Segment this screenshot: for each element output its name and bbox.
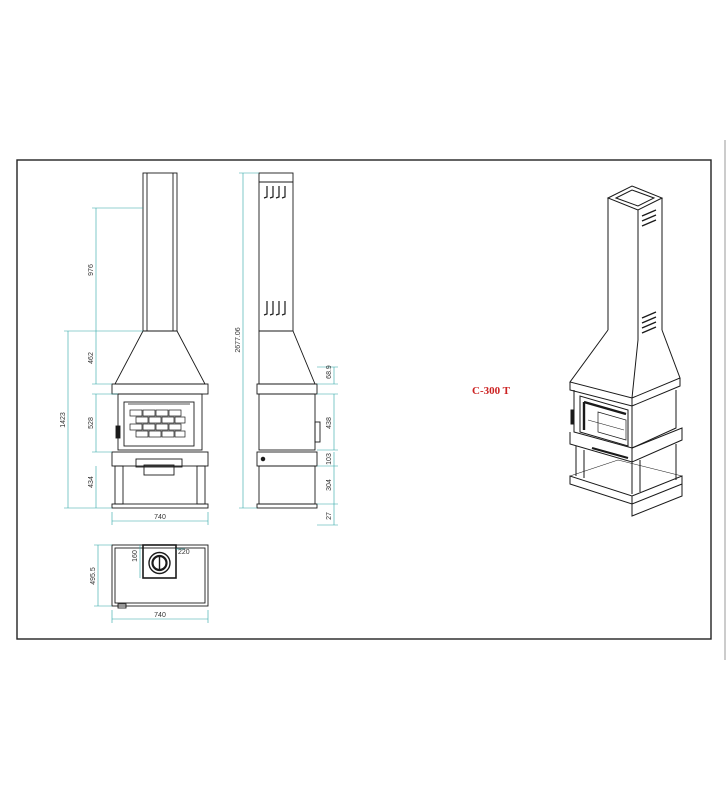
front-hood-rim	[111, 383, 209, 395]
iso-base	[575, 444, 677, 494]
dim-chimney-height: 976	[88, 264, 95, 276]
side-vent-slots-top	[263, 186, 286, 199]
drawing-frame	[16, 159, 712, 640]
iso-vent-slots-bottom	[641, 311, 657, 334]
iso-chimney	[607, 198, 663, 340]
front-brick-pattern	[128, 403, 190, 438]
iso-hood	[569, 329, 681, 399]
front-door-handle	[115, 425, 121, 439]
dim-depth: 495.5	[90, 567, 97, 585]
front-ashpan	[135, 458, 183, 468]
top-flue-circle	[148, 551, 171, 575]
side-view	[256, 172, 321, 509]
top-dimension-labels: 160 220 495.5 740	[90, 549, 190, 619]
front-view	[111, 172, 209, 509]
iso-ledge	[569, 427, 683, 463]
side-hood	[258, 330, 316, 385]
iso-plinth	[569, 475, 683, 505]
dim-total-height: 2677.06	[235, 327, 242, 352]
dim-firebox-height: 528	[88, 417, 95, 429]
front-glass	[123, 401, 195, 447]
top-view	[111, 544, 209, 609]
front-base-right-leg	[196, 465, 206, 505]
dim-overall-height: 1423	[60, 412, 67, 428]
dim-flue-offset: 160	[132, 550, 139, 562]
dim-front-width: 740	[154, 514, 166, 521]
dim-flue-width: 220	[178, 549, 190, 556]
side-dimension-labels: 2677.06 68.9 438 103 304 27	[235, 327, 333, 520]
model-label: C-300 T	[472, 385, 511, 397]
front-base-left-leg	[114, 465, 124, 505]
front-hood	[114, 330, 206, 385]
dim-base-height: 434	[88, 476, 95, 488]
dim-ledge-height: 103	[326, 453, 333, 465]
front-dimension-labels: 976 462 1423 528 434 740	[60, 264, 166, 521]
side-dimension-lines	[239, 172, 338, 526]
iso-vent-slots-top	[641, 209, 657, 227]
top-dimension-lines	[94, 544, 209, 623]
dim-top-width: 740	[154, 612, 166, 619]
side-hood-rim	[256, 383, 318, 395]
front-chimney	[142, 172, 178, 332]
dim-top-band: 68.9	[326, 365, 333, 379]
iso-opening	[579, 395, 629, 447]
top-outline	[111, 544, 209, 607]
front-dimension-lines	[64, 207, 209, 525]
dim-foot-height: 27	[326, 512, 333, 520]
isometric-view	[569, 185, 683, 517]
dim-door-height: 438	[326, 417, 333, 429]
side-base	[258, 465, 316, 505]
iso-door-handle	[570, 409, 575, 425]
dim-hood-height: 462	[88, 352, 95, 364]
top-flue-square	[142, 544, 177, 579]
side-firebox	[258, 393, 316, 451]
front-firebox	[117, 393, 203, 451]
side-plinth	[256, 503, 318, 509]
dim-side-base-height: 304	[326, 479, 333, 491]
side-door-handle	[314, 421, 321, 443]
side-vent-slots-bottom	[263, 301, 286, 316]
top-inner-outline	[114, 547, 206, 604]
top-handle	[117, 603, 127, 609]
front-plinth	[111, 503, 209, 509]
side-chimney	[258, 172, 294, 332]
side-knob	[260, 456, 266, 462]
front-ledge	[111, 451, 209, 467]
side-ledge	[256, 451, 318, 467]
